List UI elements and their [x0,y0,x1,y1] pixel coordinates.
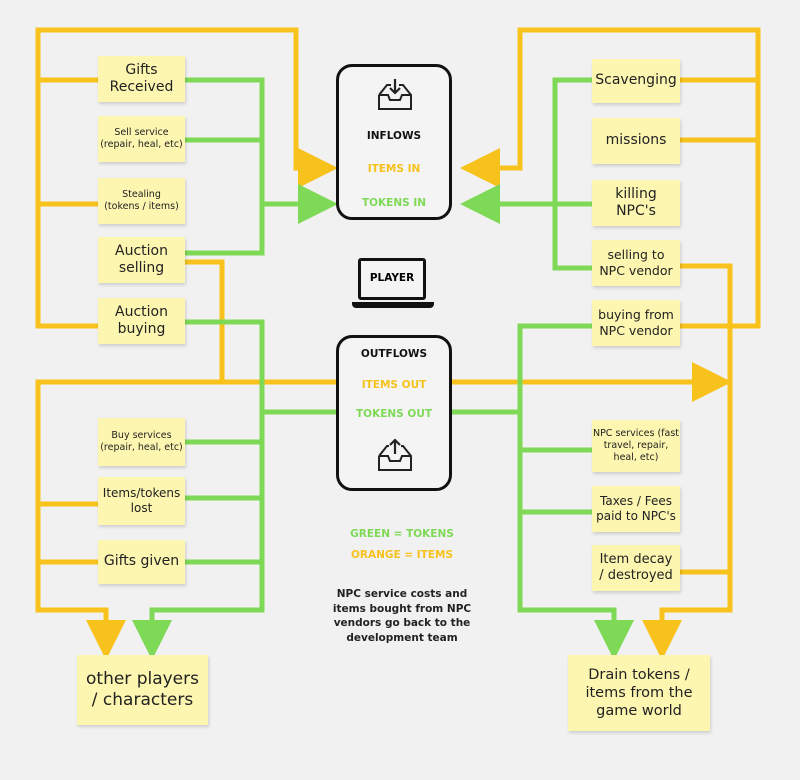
note-scavenging: Scavenging [592,59,680,103]
left-orange-bus [35,80,98,329]
items-out-left-wire [35,379,336,660]
player-laptop: PLAYER [352,258,436,314]
note-npc-services: NPC services (fast travel, repair, heal,… [592,420,680,472]
tokens-out-label: TOKENS OUT [355,408,433,420]
laptop-base [352,302,434,308]
note-gifts-received: Gifts Received [98,56,185,102]
note-buy-services: Buy services (repair, heal, etc) [98,418,185,466]
player-label: PLAYER [369,272,415,284]
note-buying-npc-vendor: buying from NPC vendor [592,300,680,346]
items-in-label: ITEMS IN [367,163,421,175]
items-in-left-wire [35,27,338,188]
note-missions: missions [592,118,680,164]
outflows-title: OUTFLOWS [360,348,428,360]
note-item-decay: Item decay / destroyed [592,545,680,591]
right-green-bus [552,204,592,271]
note-gifts-given: Gifts given [98,540,185,584]
outbox-upload-icon [378,438,412,471]
note-other-players: other players / characters [77,655,208,725]
laptop-icon [358,258,426,300]
note-taxes-fees: Taxes / Fees paid to NPC's [592,486,680,532]
legend-green: GREEN = TOKENS [350,528,454,540]
items-out-label: ITEMS OUT [361,379,427,391]
left-green-down-bus [132,412,265,660]
outflows-hub: OUTFLOWS ITEMS OUT TOKENS OUT [336,335,452,491]
auction-selling-green-wire [185,204,265,256]
tokens-out-left-wire [185,319,336,415]
note-drain: Drain tokens / items from the game world [568,655,710,731]
note-sell-service: Sell service (repair, heal, etc) [98,116,185,162]
inflows-hub: INFLOWS ITEMS IN TOKENS IN [336,64,452,220]
footnote-npc-costs: NPC service costs and items bought from … [332,588,472,645]
selling-npc-orange-wire [642,263,733,660]
inflows-title: INFLOWS [366,130,422,142]
note-items-tokens-lost: Items/tokens lost [98,477,185,525]
tokens-in-label: TOKENS IN [361,197,427,209]
right-orange-bus [680,80,761,329]
tokens-out-right-wire [452,409,634,660]
note-selling-npc-vendor: selling to NPC vendor [592,240,680,286]
legend-orange: ORANGE = ITEMS [350,549,454,561]
note-killing-npcs: killing NPC's [592,180,680,226]
note-auction-buying: Auction buying [98,298,185,344]
note-stealing: Stealing (tokens / items) [98,178,185,224]
tokens-in-right-wire [460,77,592,224]
items-in-right-wire [460,27,761,188]
note-auction-selling: Auction selling [98,237,185,283]
buying-npc-green-wire [517,323,592,412]
inbox-download-icon [378,79,412,110]
